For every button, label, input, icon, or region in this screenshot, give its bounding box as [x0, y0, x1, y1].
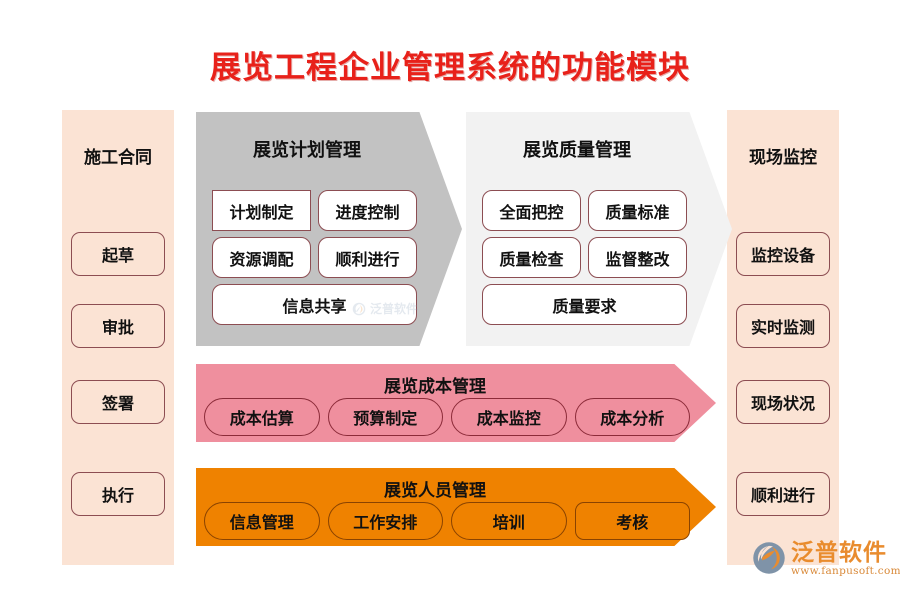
panel-quality-title: 展览质量管理 — [523, 140, 631, 161]
right-column-item-2[interactable]: 现场状况 — [736, 380, 830, 424]
right-column-item-0[interactable]: 监控设备 — [736, 232, 830, 276]
bar-personnel-item-2[interactable]: 培训 — [451, 502, 567, 540]
logo-text-block: 泛普软件 www.fanpusoft.com — [791, 541, 900, 577]
bar-cost-title: 展览成本管理 — [384, 377, 486, 397]
panel-plan-item-0[interactable]: 计划制定 — [212, 190, 311, 231]
right-column-item-3[interactable]: 顺利进行 — [736, 472, 830, 516]
panel-plan-item-1[interactable]: 进度控制 — [318, 190, 417, 231]
panel-plan-item-3[interactable]: 顺利进行 — [318, 237, 417, 278]
logo-url: www.fanpusoft.com — [791, 565, 900, 578]
right-column-header: 现场监控 — [749, 148, 817, 168]
bar-personnel-item-3[interactable]: 考核 — [574, 502, 690, 540]
panel-quality-item-1[interactable]: 质量标准 — [588, 190, 687, 231]
page-title: 展览工程企业管理系统的功能模块 — [210, 50, 690, 86]
panel-exhibition-quality-management: 展览质量管理 全面把控 质量标准 质量检查 监督整改 质量要求 — [466, 112, 732, 346]
left-column-item-0[interactable]: 起草 — [71, 232, 165, 276]
bar-personnel-item-1[interactable]: 工作安排 — [327, 502, 443, 540]
bar-cost-item-0[interactable]: 成本估算 — [204, 398, 320, 436]
right-column-site-monitoring: 现场监控 监控设备 实时监测 现场状况 顺利进行 — [727, 110, 839, 565]
panel-quality-chip-grid: 全面把控 质量标准 质量检查 监督整改 质量要求 — [482, 190, 688, 325]
panel-plan-chip-grid: 计划制定 进度控制 资源调配 顺利进行 信息共享 — [212, 190, 418, 325]
left-column-item-2[interactable]: 签署 — [71, 380, 165, 424]
left-column-item-1[interactable]: 审批 — [71, 304, 165, 348]
panel-plan-title: 展览计划管理 — [253, 140, 361, 161]
left-column-header: 施工合同 — [84, 148, 152, 168]
logo-company-name: 泛普软件 — [791, 540, 887, 566]
panel-quality-item-4[interactable]: 质量要求 — [482, 284, 687, 325]
panel-plan-item-2[interactable]: 资源调配 — [212, 237, 311, 278]
panel-plan-item-4[interactable]: 信息共享 — [212, 284, 417, 325]
bar-cost-chip-row: 成本估算 预算制定 成本监控 成本分析 — [204, 398, 690, 436]
panel-quality-item-3[interactable]: 监督整改 — [588, 237, 687, 278]
left-column-item-3[interactable]: 执行 — [71, 472, 165, 516]
panel-quality-item-0[interactable]: 全面把控 — [482, 190, 581, 231]
right-column-item-1[interactable]: 实时监测 — [736, 304, 830, 348]
left-column-construction-contract: 施工合同 起草 审批 签署 执行 — [62, 110, 174, 565]
fanpu-logo: 泛普软件 www.fanpusoft.com — [752, 541, 900, 577]
panel-quality-item-2[interactable]: 质量检查 — [482, 237, 581, 278]
panel-exhibition-plan-management: 展览计划管理 计划制定 进度控制 资源调配 顺利进行 信息共享 — [196, 112, 462, 346]
bar-personnel-chip-row: 信息管理 工作安排 培训 考核 — [204, 502, 690, 540]
bar-personnel-title: 展览人员管理 — [384, 481, 486, 501]
bar-cost-item-3[interactable]: 成本分析 — [574, 398, 690, 436]
fanpu-logo-icon — [752, 541, 786, 575]
bar-personnel-item-0[interactable]: 信息管理 — [204, 502, 320, 540]
bar-exhibition-cost-management: 展览成本管理 成本估算 预算制定 成本监控 成本分析 — [196, 364, 716, 442]
bar-cost-item-2[interactable]: 成本监控 — [451, 398, 567, 436]
bar-exhibition-personnel-management: 展览人员管理 信息管理 工作安排 培训 考核 — [196, 468, 716, 546]
bar-cost-item-1[interactable]: 预算制定 — [327, 398, 443, 436]
